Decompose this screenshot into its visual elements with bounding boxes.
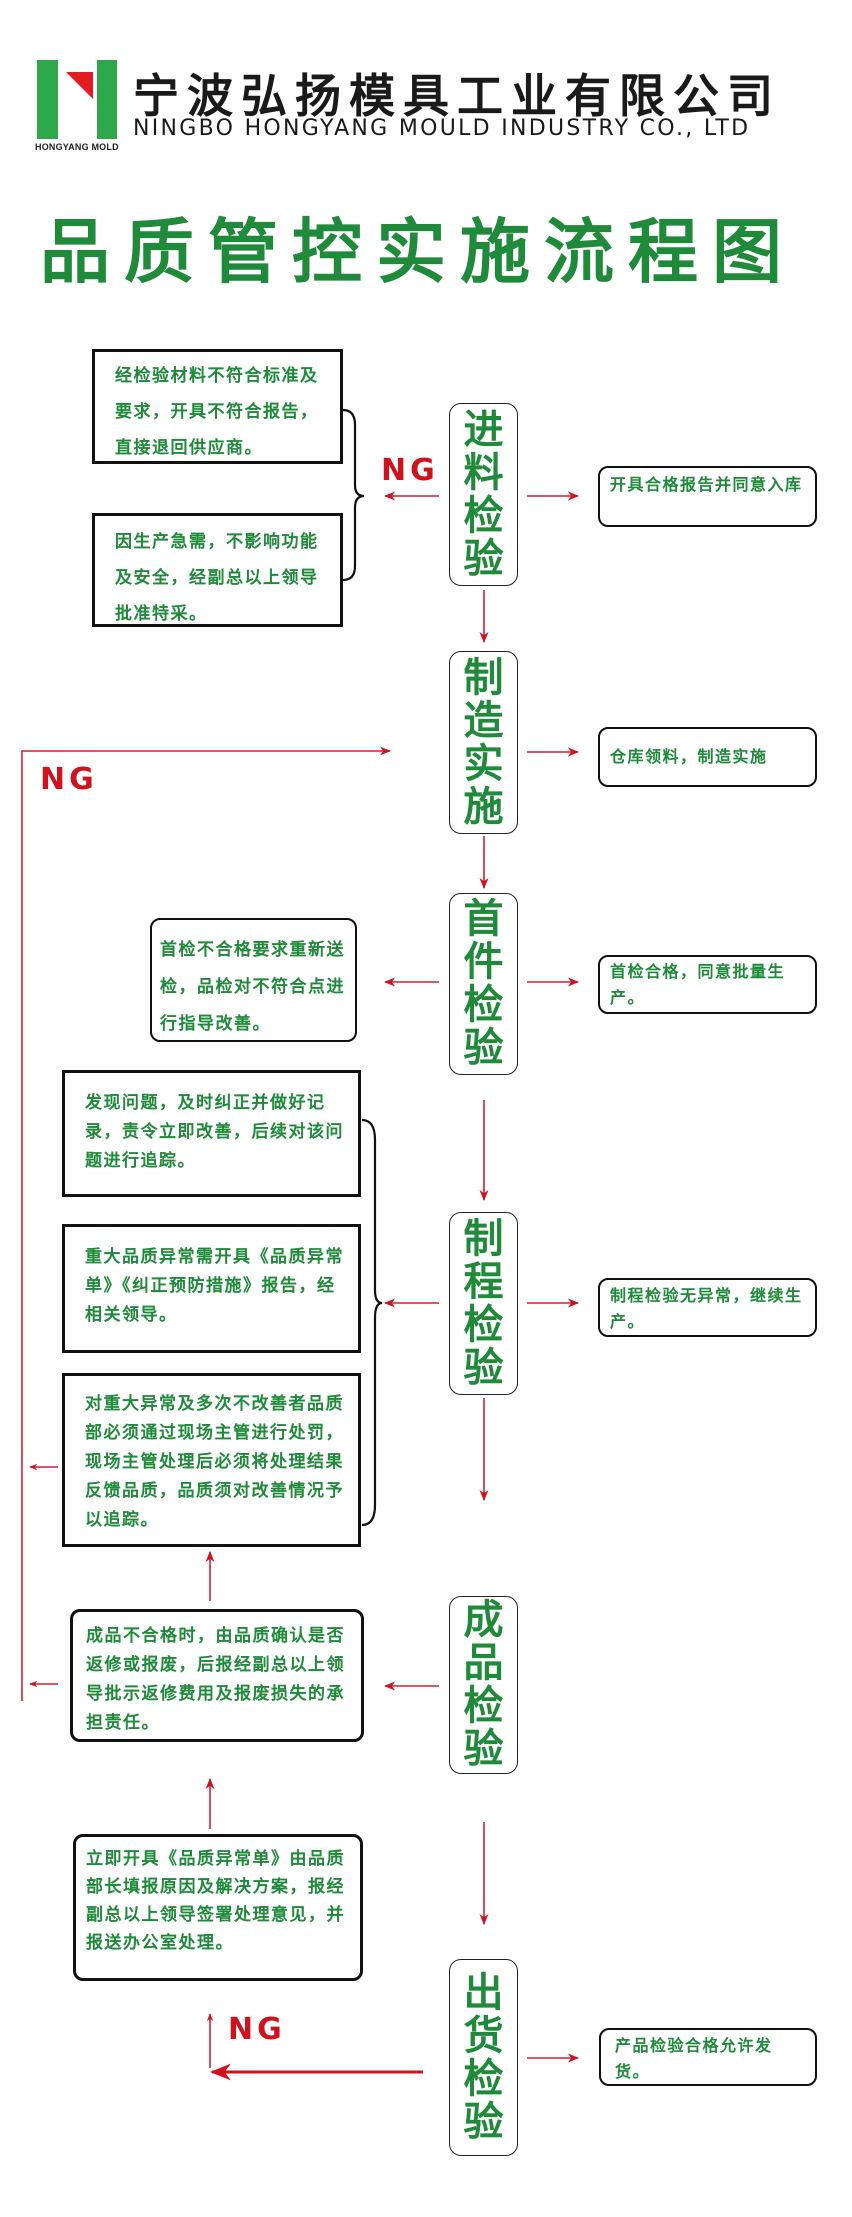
ng-label-loop: NG — [40, 762, 98, 797]
fail-note-in-process-record: 发现问题，及时纠正并做好记录，责令立即改善，后续对该问题进行追踪。 — [62, 1070, 361, 1197]
page-title: 品质管控实施流程图 — [40, 211, 796, 293]
stage-char: 验 — [463, 1344, 504, 1391]
stage-char: 品 — [463, 1640, 504, 1686]
stage-char: 出 — [463, 1969, 504, 2016]
stage-char: 检 — [463, 492, 504, 539]
pass-note-incoming: 开具合格报告并同意入库 — [598, 466, 817, 527]
stage-char: 检 — [463, 1683, 504, 1729]
stage-char: 验 — [463, 2098, 504, 2145]
fail-note-in-process-major: 重大品质异常需开具《品质异常单》《纠正预防措施》报告，经相关领导。 — [62, 1224, 361, 1353]
bracket-inprocess — [361, 1118, 383, 1527]
logo-triangle-icon — [66, 72, 93, 99]
stage-char: 验 — [463, 1025, 504, 1071]
fail-note-in-process-penalty: 对重大异常及多次不改善者品质部必须通过现场主管进行处罚，现场主管处理后必须将处理… — [62, 1373, 361, 1547]
logo-subtitle: HONGYANG MOLD — [35, 142, 119, 152]
ng-loop-line — [21, 746, 392, 1701]
pass-note-in-process: 制程检验无异常，继续生产。 — [598, 1278, 817, 1337]
stage-char: 检 — [463, 1301, 504, 1348]
stage-char: 检 — [463, 2055, 504, 2102]
company-name-en: NINGBO HONGYANG MOULD INDUSTRY CO., LTD — [133, 116, 751, 141]
logo-bar-right — [97, 60, 117, 139]
pass-note-manufacturing: 仓库领料，制造实施 — [598, 727, 817, 787]
stage-char: 进 — [463, 406, 504, 453]
stage-char: 验 — [463, 1726, 504, 1772]
stage-first-article-inspection: 首 件 检 验 — [449, 893, 518, 1075]
stage-outgoing-inspection: 出 货 检 验 — [449, 1959, 518, 2156]
fail-note-finished-product: 成品不合格时，由品质确认是否返修或报废，后报经副总以上领导批示返修费用及报废损失… — [70, 1609, 364, 1742]
stage-char: 件 — [463, 939, 504, 985]
stage-char: 货 — [463, 2012, 504, 2059]
fail-note-incoming-concession: 因生产急需，不影响功能及安全，经副总以上领导批准特采。 — [92, 513, 343, 627]
stage-char: 实 — [463, 740, 504, 787]
fail-note-outgoing: 立即开具《品质异常单》由品质部长填报原因及解决方案，报经副总以上领导签署处理意见… — [73, 1834, 363, 1981]
stage-char: 程 — [463, 1258, 504, 1305]
stage-in-process-inspection: 制 程 检 验 — [449, 1212, 518, 1395]
stage-char: 验 — [463, 535, 504, 582]
stage-manufacturing: 制 造 实 施 — [449, 651, 518, 834]
stage-char: 造 — [463, 697, 504, 744]
company-name-cn: 宁波弘扬模具工业有限公司 — [133, 69, 781, 123]
fail-note-incoming-reject: 经检验材料不符合标准及要求，开具不符合报告，直接退回供应商。 — [92, 349, 343, 464]
ng-label-incoming: NG — [381, 453, 439, 488]
stage-char: 成 — [463, 1597, 504, 1643]
ng-label-outgoing: NG — [228, 2012, 286, 2047]
stage-char: 首 — [463, 896, 504, 942]
stage-char: 检 — [463, 982, 504, 1028]
pass-note-first-article: 首检合格，同意批量生产。 — [598, 955, 817, 1014]
pass-note-outgoing: 产品检验合格允许发货。 — [599, 2028, 817, 2086]
stage-char: 制 — [463, 654, 504, 701]
stage-incoming-inspection: 进 料 检 验 — [449, 403, 518, 586]
logo-bar-left — [37, 60, 58, 139]
stage-finished-product-inspection: 成 品 检 验 — [449, 1596, 518, 1774]
stage-char: 制 — [463, 1215, 504, 1262]
fail-note-first-article: 首检不合格要求重新送检，品检对不符合点进行指导改善。 — [150, 918, 357, 1042]
stage-char: 施 — [463, 783, 504, 830]
bracket-incoming — [342, 408, 365, 582]
stage-char: 料 — [463, 449, 504, 496]
